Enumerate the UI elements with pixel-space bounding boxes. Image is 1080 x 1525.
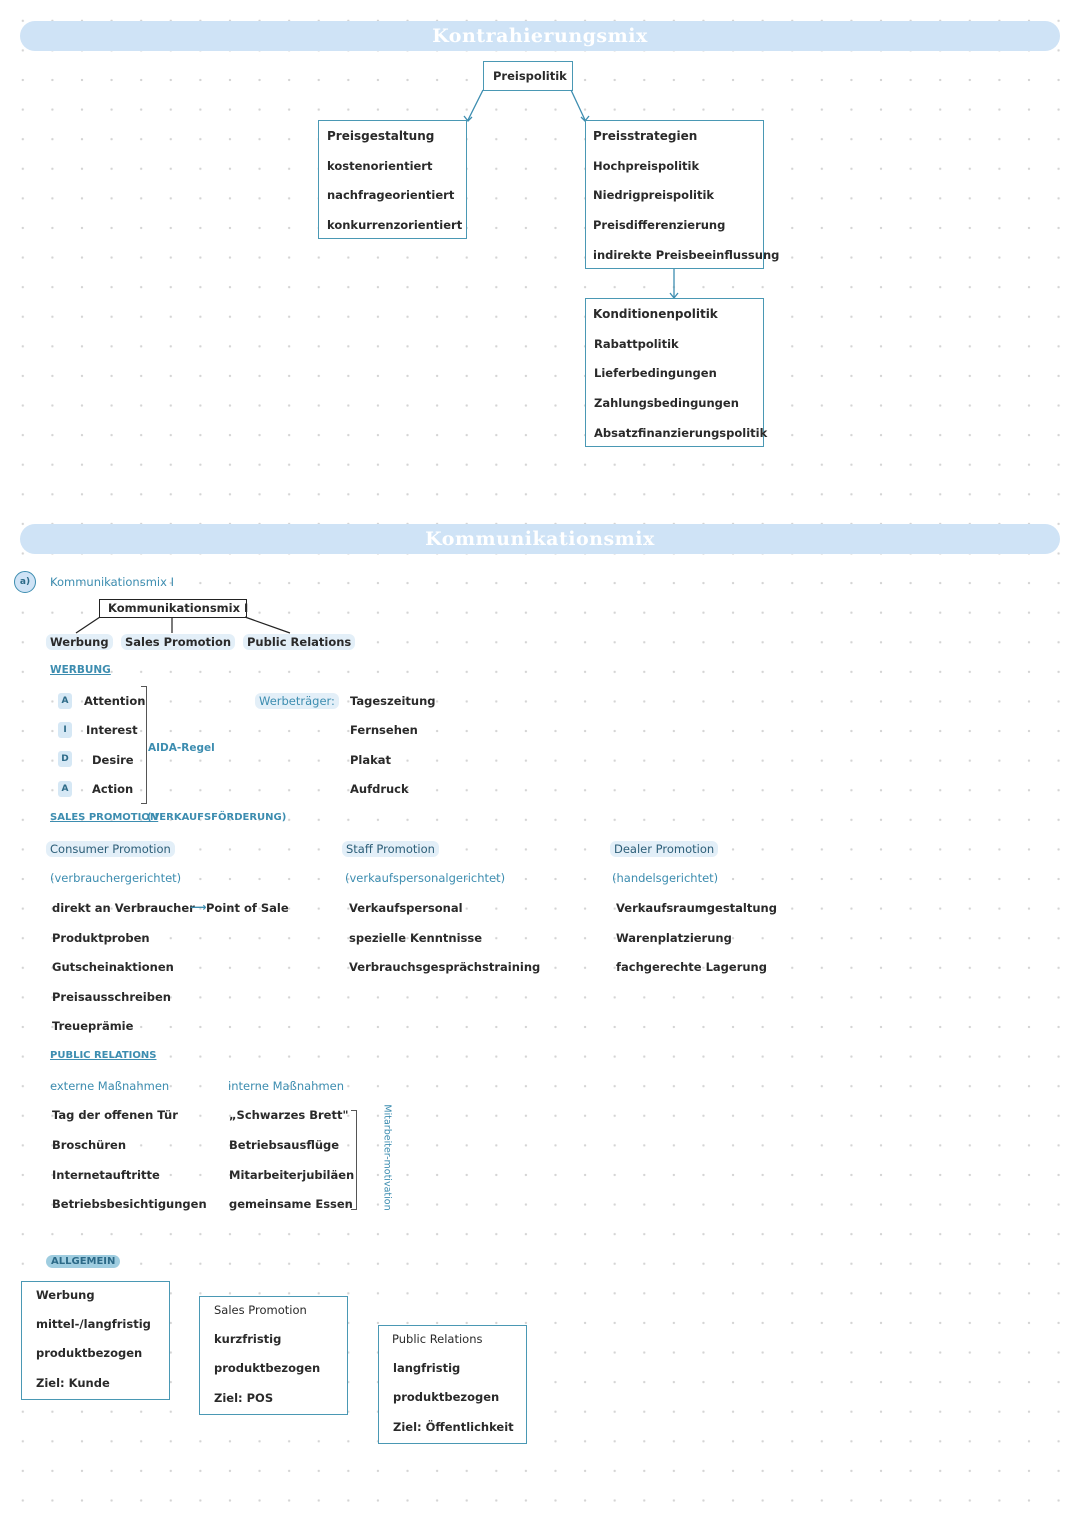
list-item: Produktproben xyxy=(52,931,150,945)
list-item: mittel-/langfristig xyxy=(36,1317,151,1331)
kommmix-label: Kommunikationsmix I xyxy=(50,575,174,589)
dealer-sub: (handelsgerichtet) xyxy=(612,871,719,885)
list-item: fachgerechte Lagerung xyxy=(616,960,767,974)
list-item: langfristig xyxy=(393,1361,461,1375)
list-item: gemeinsame Essen xyxy=(229,1197,353,1211)
staff-sub: (verkaufspersonalgerichtet) xyxy=(345,871,506,885)
list-item: kostenorientiert xyxy=(327,159,433,173)
staff-title: Staff Promotion xyxy=(342,841,439,857)
list-item: Rabattpolitik xyxy=(594,337,679,351)
kommmix-box-label: Kommunikationsmix I xyxy=(108,601,249,615)
preispolitik-label: Preispolitik xyxy=(493,69,567,83)
banner-kontrahierungsmix: Kontrahierungsmix xyxy=(20,21,1060,51)
aida-word: Action xyxy=(92,782,134,796)
preisgestaltung-box: Preisgestaltung kostenorientiert nachfra… xyxy=(318,120,467,239)
list-item: Betriebsausflüge xyxy=(229,1138,340,1152)
werbetraeger-item: Tageszeitung xyxy=(350,694,436,708)
list-item: Niedrigpreispolitik xyxy=(593,188,715,202)
werbetraeger-item: Fernsehen xyxy=(350,723,418,737)
list-item: nachfrageorientiert xyxy=(327,188,455,202)
list-item: spezielle Kenntnisse xyxy=(349,931,482,945)
list-item: produktbezogen xyxy=(393,1390,500,1404)
list-item: Zahlungsbedingungen xyxy=(594,396,739,410)
list-item: Verbrauchsgesprächstraining xyxy=(349,960,541,974)
aida-word: Desire xyxy=(92,753,134,767)
motivation-label: Mitarbeiter-motivation xyxy=(381,1104,393,1211)
kommmix-box: Kommunikationsmix I xyxy=(99,599,249,618)
list-item: „Schwarzes Brett" xyxy=(229,1108,349,1122)
konditionen-box: Konditionenpolitik Rabattpolitik Lieferb… xyxy=(585,298,768,447)
werbetraeger-item: Plakat xyxy=(350,753,392,767)
consumer-sub: (verbrauchergerichtet) xyxy=(50,871,182,885)
list-item: Lieferbedingungen xyxy=(594,366,717,380)
list-item: Preisdifferenzierung xyxy=(593,218,726,232)
branch-werbung: Werbung xyxy=(46,634,113,650)
consumer-title: Consumer Promotion xyxy=(46,841,175,857)
list-item: Mitarbeiterjubiläen xyxy=(229,1168,355,1182)
summary-title: Sales Promotion xyxy=(214,1303,307,1317)
aida-word: Interest xyxy=(86,723,138,737)
dealer-title: Dealer Promotion xyxy=(610,841,719,857)
list-item: Ziel: Öffentlichkeit xyxy=(393,1420,514,1434)
list-item: Gutscheinaktionen xyxy=(52,960,174,974)
konditionen-title: Konditionenpolitik xyxy=(593,307,718,321)
list-item: Tag der offenen Tür xyxy=(52,1108,178,1122)
list-item: produktbezogen xyxy=(36,1346,143,1360)
aida-letter: A xyxy=(58,781,72,797)
aida-letter: I xyxy=(58,722,72,738)
aida-word: Attention xyxy=(84,694,146,708)
sales-heading-sub: (VERKAUFSFÖRDERUNG) xyxy=(147,812,287,823)
sales-heading: SALES PROMOTION xyxy=(50,812,159,823)
aida-rule: AIDA-Regel xyxy=(148,742,215,754)
aida-bracket xyxy=(141,686,147,804)
banner-kommunikationsmix: Kommunikationsmix xyxy=(20,524,1060,554)
list-item: Warenplatzierung xyxy=(616,931,732,945)
list-item: kurzfristig xyxy=(214,1332,282,1346)
list-item: Betriebsbesichtigungen xyxy=(52,1197,207,1211)
list-item: indirekte Preisbeeinflussung xyxy=(593,248,780,262)
summary-title: Werbung xyxy=(36,1288,95,1302)
list-item: Preisausschreiben xyxy=(52,990,171,1004)
aida-letter: A xyxy=(58,693,72,709)
summary-pr-box: Public Relations langfristig produktbezo… xyxy=(378,1325,527,1444)
list-item: Ziel: POS xyxy=(214,1391,274,1405)
list-item: Treueprämie xyxy=(52,1019,134,1033)
list-item: konkurrenzorientiert xyxy=(327,218,463,232)
list-item: Verkaufspersonal xyxy=(349,901,463,915)
point-of-sale: Point of Sale xyxy=(206,901,289,915)
branch-public-relations: Public Relations xyxy=(243,634,356,650)
werbetraeger-item: Aufdruck xyxy=(350,782,409,796)
list-item: direkt an Verbraucher xyxy=(52,901,195,915)
list-item: Verkaufsraumgestaltung xyxy=(616,901,777,915)
preisstrategien-box: Preisstrategien Hochpreispolitik Niedrig… xyxy=(585,120,779,269)
werbung-heading: WERBUNG xyxy=(50,664,111,676)
list-item: Broschüren xyxy=(52,1138,127,1152)
extern-title: externe Maßnahmen xyxy=(50,1079,170,1093)
list-item: Internetauftritte xyxy=(52,1168,160,1182)
pr-heading: PUBLIC RELATIONS xyxy=(50,1050,157,1061)
list-item: Absatzfinanzierungspolitik xyxy=(594,426,768,440)
summary-sales-box: Sales Promotion kurzfristig produktbezog… xyxy=(199,1296,348,1415)
list-item: Ziel: Kunde xyxy=(36,1376,110,1390)
preisstrategien-title: Preisstrategien xyxy=(593,129,698,143)
werbetraeger-label: Werbeträger: xyxy=(255,693,339,709)
branch-sales-promotion: Sales Promotion xyxy=(121,634,236,650)
summary-werbung-box: Werbung mittel-/langfristig produktbezog… xyxy=(21,1281,170,1400)
summary-title: Public Relations xyxy=(392,1332,483,1346)
arrow-right-icon: ⟶ xyxy=(190,900,207,914)
section-marker: a) xyxy=(14,571,36,593)
intern-title: interne Maßnahmen xyxy=(228,1079,345,1093)
kommmix-connectors xyxy=(75,616,291,634)
motivation-label-wrap: Mitarbeiter-motivation xyxy=(360,1104,393,1210)
list-item: produktbezogen xyxy=(214,1361,321,1375)
allgemein-badge: ALLGEMEIN xyxy=(46,1255,121,1268)
aida-letter: D xyxy=(58,751,72,767)
preisgestaltung-title: Preisgestaltung xyxy=(327,129,435,143)
intern-bracket xyxy=(351,1110,357,1210)
preispolitik-box: Preispolitik xyxy=(483,61,573,91)
list-item: Hochpreispolitik xyxy=(593,159,700,173)
preispolitik-connectors xyxy=(463,89,679,300)
